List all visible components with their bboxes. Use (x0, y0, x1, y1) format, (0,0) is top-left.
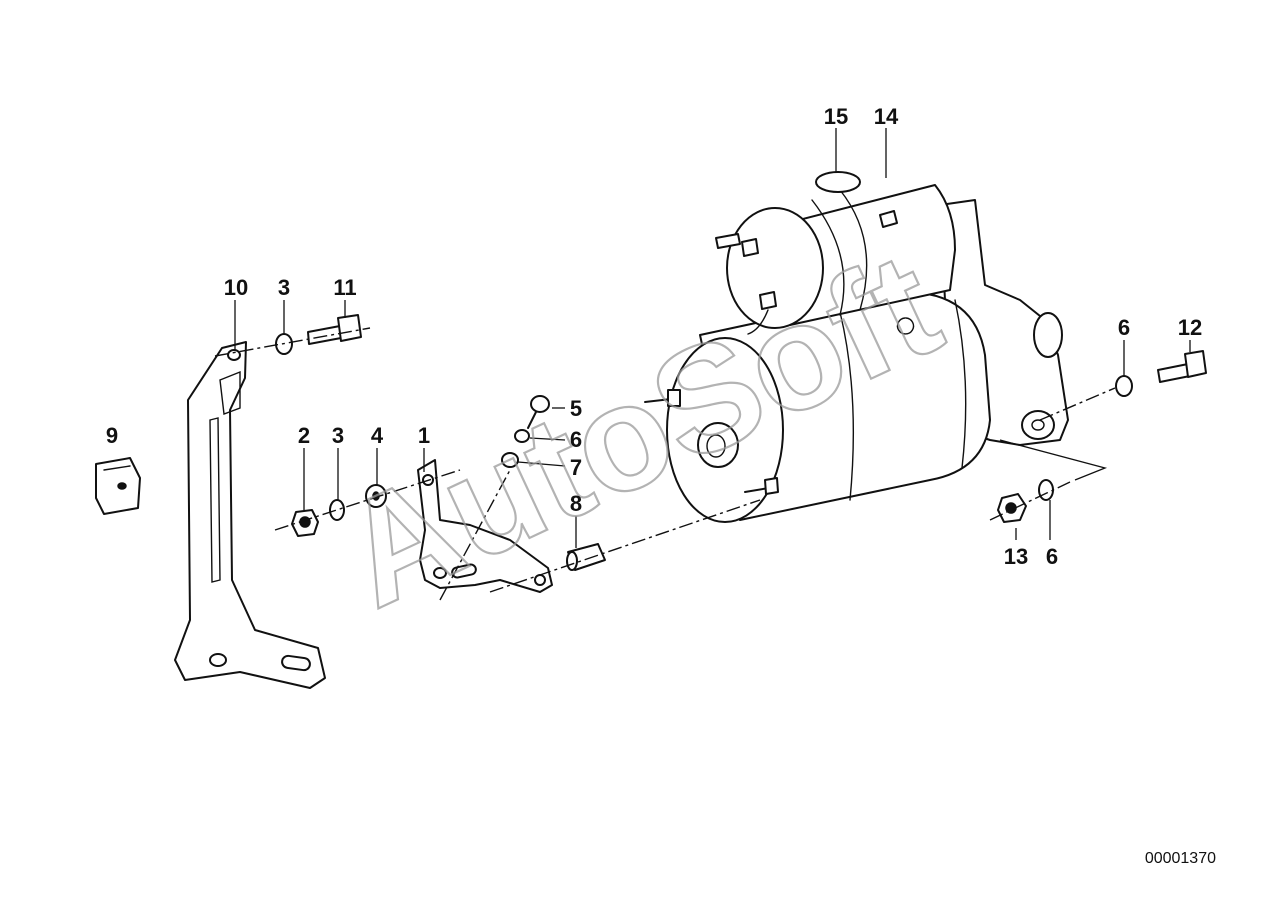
callout-3-upper: 3 (278, 275, 290, 300)
callout-12: 12 (1178, 315, 1202, 340)
assembly-lines (214, 327, 1116, 601)
bolt (307, 314, 362, 345)
spring-washer (514, 429, 530, 443)
callout-8: 8 (570, 491, 582, 516)
callout-13: 13 (1004, 544, 1028, 569)
callout-6-lower: 6 (1046, 544, 1058, 569)
leader-lines (234, 128, 1191, 548)
callout-11: 11 (333, 275, 356, 300)
washer-lower (1038, 479, 1054, 501)
callout-3-lower: 3 (332, 423, 344, 448)
spacer-sleeve (566, 543, 606, 571)
nut-lower (997, 493, 1027, 523)
callout-2: 2 (298, 423, 310, 448)
callout-6-middle: 6 (570, 427, 582, 452)
callout-5: 5 (570, 396, 582, 421)
callout-14: 14 (874, 104, 899, 129)
starter-motor (644, 171, 1069, 523)
callouts: 10 3 11 9 2 3 4 1 5 6 7 8 15 14 6 12 13 … (106, 104, 1202, 569)
support-bracket (174, 341, 326, 689)
callout-10: 10 (224, 275, 248, 300)
screw (527, 395, 550, 429)
callout-7: 7 (570, 455, 582, 480)
document-id: 00001370 (1145, 850, 1216, 867)
callout-4: 4 (371, 423, 384, 448)
callout-9: 9 (106, 423, 118, 448)
callout-1: 1 (418, 423, 430, 448)
bolt-right (1157, 350, 1207, 383)
lock-washer (329, 499, 345, 521)
clip (95, 457, 141, 515)
callout-6-right: 6 (1118, 315, 1130, 340)
washer-small (501, 452, 519, 468)
callout-15: 15 (824, 104, 848, 129)
washer-right (1115, 375, 1133, 397)
nut (291, 509, 319, 537)
